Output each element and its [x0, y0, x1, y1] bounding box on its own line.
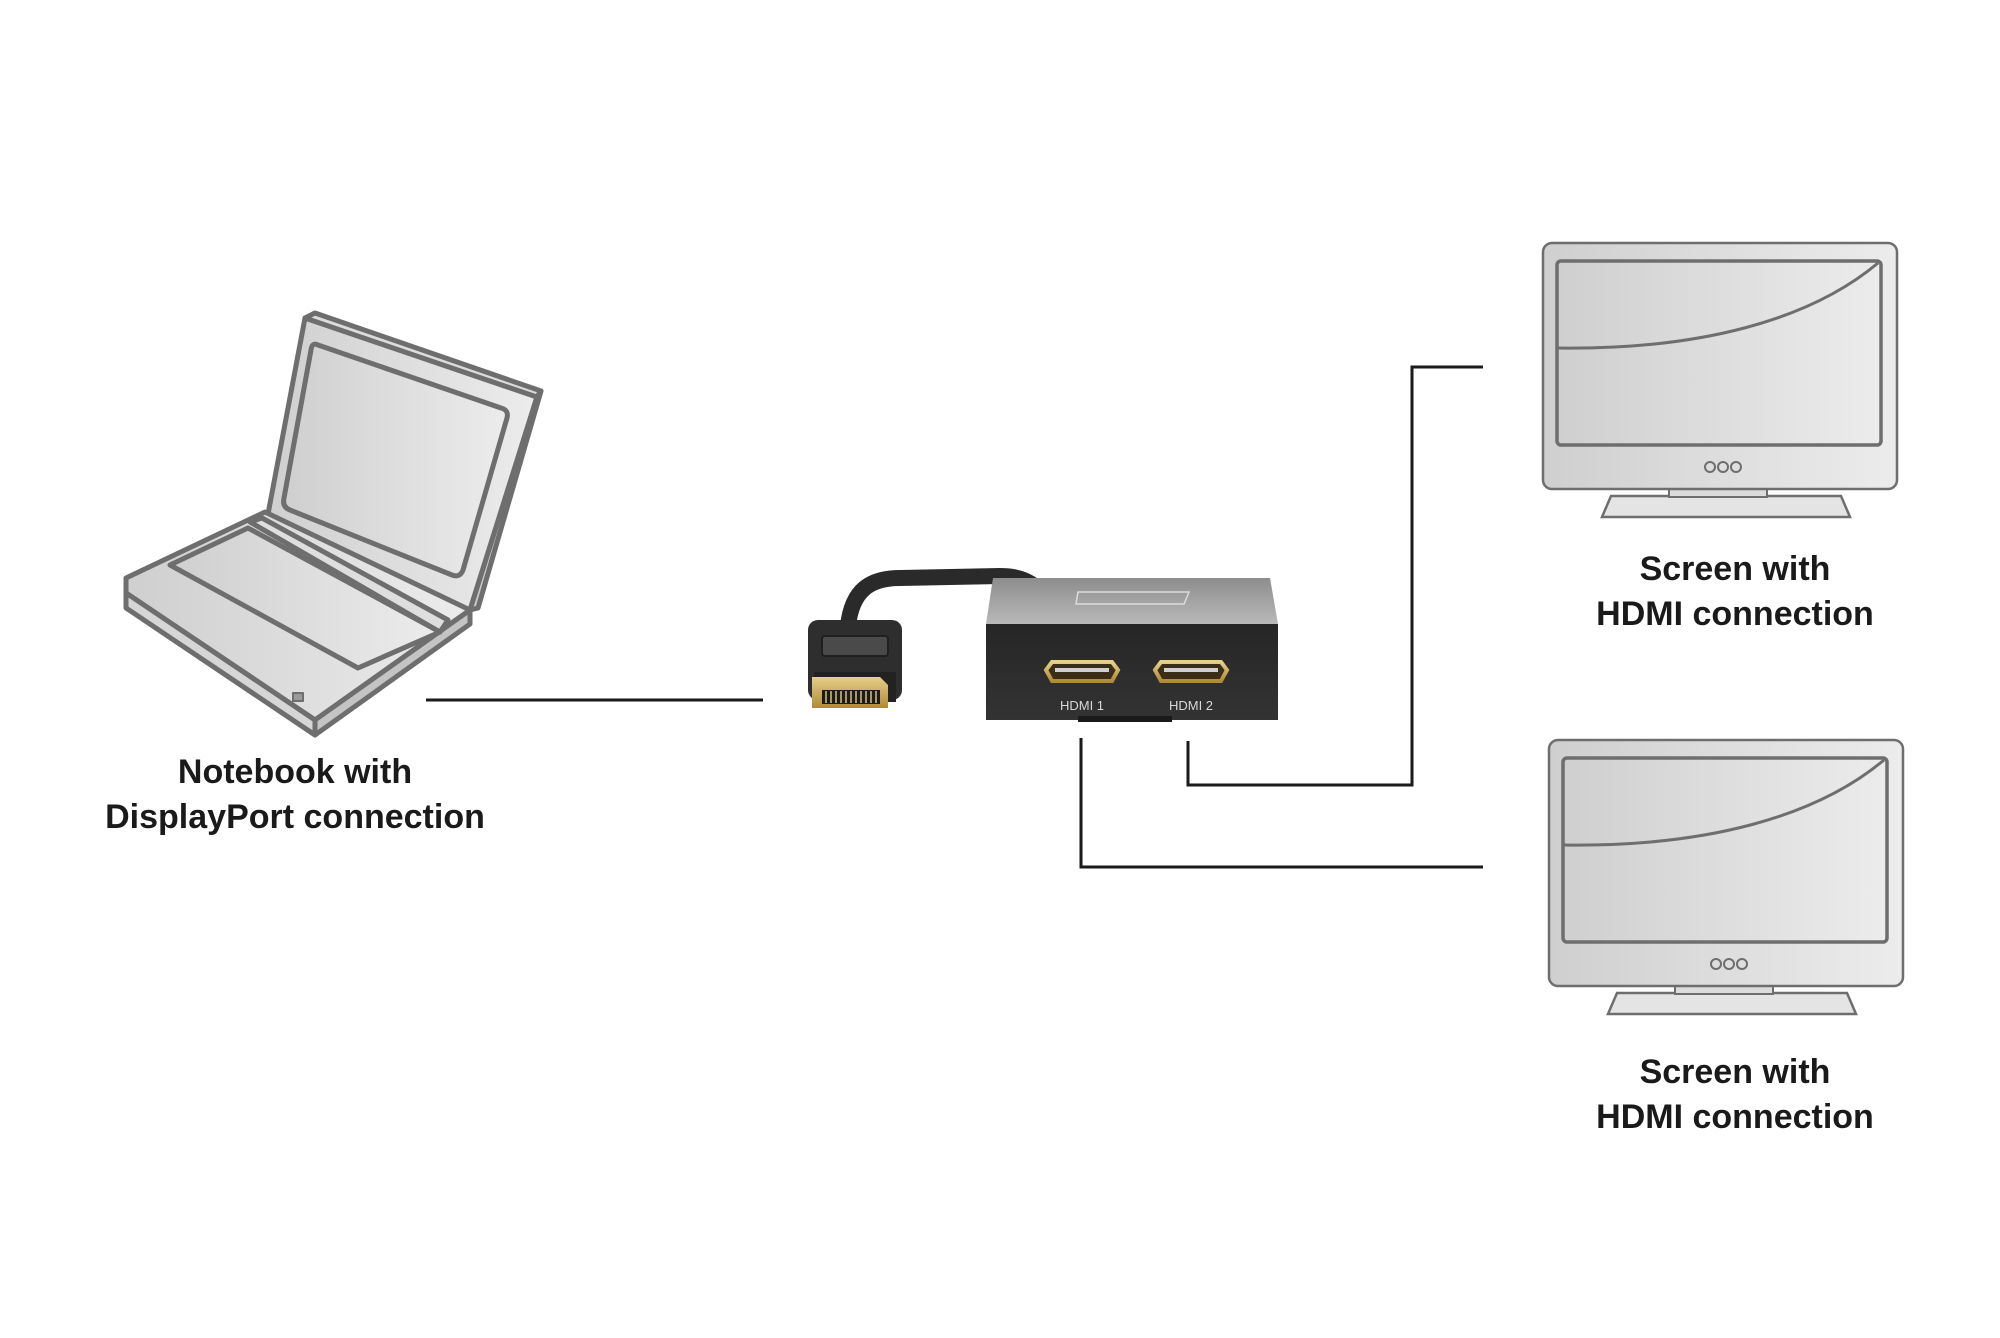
hdmi2-port-icon	[1152, 660, 1230, 683]
monitor-bottom-icon	[1547, 738, 1905, 1016]
screen-top-caption: Screen with HDMI connection	[1560, 547, 1910, 637]
connection-line-hdmi1	[1079, 738, 1483, 869]
splitter-top	[986, 578, 1278, 624]
hdmi2-label: HDMI 2	[1169, 698, 1213, 713]
monitor-bottom-screen	[1561, 756, 1889, 944]
monitor-top-screen	[1555, 259, 1883, 447]
notebook-screen	[281, 341, 510, 579]
monitor-top-stand-base	[1600, 494, 1852, 519]
hdmi1-port-icon	[1043, 660, 1121, 683]
connection-line-hdmi2	[1186, 365, 1483, 787]
screen-top-caption-line1: Screen with	[1639, 550, 1831, 588]
screen-bottom-caption-line1: Screen with	[1639, 1053, 1831, 1091]
monitor-bottom-stand-base	[1606, 991, 1858, 1016]
notebook-caption: Notebook with DisplayPort connection	[70, 750, 520, 840]
notebook-palmrest-strip	[247, 515, 451, 635]
notebook-caption-line2: DisplayPort connection	[105, 798, 485, 836]
screen-top-caption-line2: HDMI connection	[1596, 595, 1874, 633]
monitor-top-icon	[1541, 241, 1899, 519]
screen-bottom-caption-line2: HDMI connection	[1596, 1098, 1874, 1136]
splitter-device: HDMI 1 HDMI 2	[808, 567, 1278, 722]
hdmi1-label: HDMI 1	[1060, 698, 1104, 713]
monitor-bottom-buttons-icon	[1710, 958, 1748, 970]
displayport-plug-icon	[808, 620, 902, 708]
screen-bottom-caption: Screen with HDMI connection	[1560, 1050, 1910, 1140]
monitor-top-buttons-icon	[1704, 461, 1742, 473]
notebook-icon	[123, 310, 544, 738]
notebook-caption-line1: Notebook with	[177, 753, 413, 791]
brand-plate	[1075, 591, 1191, 605]
notebook-base-right	[312, 607, 473, 738]
notebook-port	[292, 692, 304, 702]
splitter-front	[986, 624, 1278, 720]
notebook-lid-side	[467, 388, 544, 613]
